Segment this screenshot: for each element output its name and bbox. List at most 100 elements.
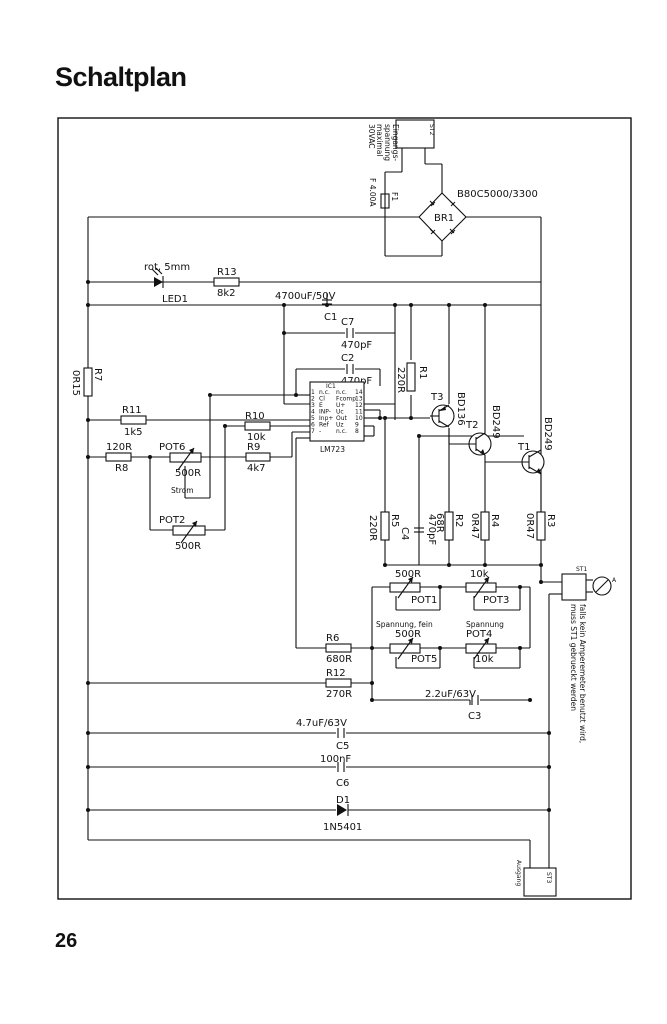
svg-text:Eingangs-: Eingangs- xyxy=(391,124,400,161)
svg-text:1N5401: 1N5401 xyxy=(323,822,362,833)
svg-text:R12: R12 xyxy=(326,668,346,679)
svg-text:500R: 500R xyxy=(395,629,421,640)
svg-text:0R47: 0R47 xyxy=(524,513,535,539)
svg-text:T1: T1 xyxy=(517,442,530,453)
output-connector-st3: ST3 Ausgang xyxy=(515,860,557,897)
svg-text:0R15: 0R15 xyxy=(70,370,81,396)
svg-text:100nF: 100nF xyxy=(320,754,351,765)
svg-text:R11: R11 xyxy=(122,405,142,416)
svg-text:120R: 120R xyxy=(106,442,132,453)
ic-pin-number: 13 xyxy=(355,396,363,403)
svg-text:8k2: 8k2 xyxy=(217,288,236,299)
resistor-r2: R2 68R xyxy=(434,511,464,541)
ic-pin-name: U+ xyxy=(336,402,345,409)
resistor-r10: R10 10k xyxy=(244,411,271,443)
svg-text:T3: T3 xyxy=(430,392,443,403)
ic-pin-number: 1 xyxy=(311,389,315,396)
svg-text:10k: 10k xyxy=(470,569,489,580)
svg-text:POT5: POT5 xyxy=(411,654,437,665)
bridge-rectifier-br1: BR1 B80C5000/3300 xyxy=(418,189,538,242)
ic-pin-name: n.c. xyxy=(336,428,347,435)
svg-text:D1: D1 xyxy=(336,795,350,806)
ic-pin-number: 11 xyxy=(355,409,363,416)
svg-text:470pF: 470pF xyxy=(426,514,437,545)
svg-text:POT1: POT1 xyxy=(411,595,437,606)
ic-pin-name: - xyxy=(319,428,321,435)
svg-text:POT3: POT3 xyxy=(483,595,509,606)
potentiometer-pot1: 500R POT1 xyxy=(389,569,437,606)
potentiometer-pot4: Spannung POT4 10k xyxy=(465,620,504,665)
svg-text:rot, 5mm: rot, 5mm xyxy=(144,262,190,273)
svg-text:R13: R13 xyxy=(217,267,237,278)
capacitor-c1: 4700uF/50V C1 xyxy=(275,291,337,323)
svg-text:500R: 500R xyxy=(395,569,421,580)
svg-text:A: A xyxy=(612,577,617,584)
svg-text:BR1: BR1 xyxy=(434,213,454,224)
svg-text:R2: R2 xyxy=(453,514,464,527)
ic-pin-number: 5 xyxy=(311,415,315,422)
svg-text:falls kein Amperemeter benutzt: falls kein Amperemeter benutzt wird, xyxy=(578,604,587,743)
svg-text:Spannung, fein: Spannung, fein xyxy=(376,620,433,629)
svg-text:BD249: BD249 xyxy=(490,405,501,439)
wires xyxy=(87,148,562,868)
svg-text:220R: 220R xyxy=(367,515,378,541)
svg-text:4k7: 4k7 xyxy=(247,463,266,474)
svg-text:68R: 68R xyxy=(434,513,445,533)
resistor-r8: 120R R8 xyxy=(105,442,132,474)
fuse-f1: F1 F 4.00A xyxy=(368,178,399,209)
ic-pin-name: Uc xyxy=(336,409,344,416)
resistor-r9: R9 4k7 xyxy=(245,442,271,474)
potentiometer-pot3: 10k POT3 xyxy=(465,569,509,606)
svg-text:LM723: LM723 xyxy=(320,445,345,454)
svg-text:R5: R5 xyxy=(389,514,400,527)
svg-text:BD249: BD249 xyxy=(542,417,553,451)
ic-pin-name: E xyxy=(319,402,323,409)
svg-text:500R: 500R xyxy=(175,541,201,552)
svg-text:Spannung: Spannung xyxy=(466,620,504,629)
svg-text:1k5: 1k5 xyxy=(124,427,143,438)
junctions xyxy=(86,280,551,812)
svg-text:C5: C5 xyxy=(336,741,349,752)
ic-pin-name: Inp+ xyxy=(319,415,333,422)
svg-text:POT4: POT4 xyxy=(466,629,492,640)
svg-text:R7: R7 xyxy=(92,368,103,381)
svg-text:LED1: LED1 xyxy=(162,294,188,305)
ic-pin-name: n.c. xyxy=(319,389,330,396)
svg-text:220R: 220R xyxy=(395,367,406,393)
resistor-r12: R12 270R xyxy=(325,668,352,700)
transistor-t3: T3 BD136 xyxy=(430,392,466,428)
potentiometer-pot2: POT2 500R xyxy=(159,515,206,552)
svg-text:2.2uF/63V: 2.2uF/63V xyxy=(425,689,476,700)
svg-text:B80C5000/3300: B80C5000/3300 xyxy=(457,189,538,200)
ic-pin-number: 10 xyxy=(355,415,363,422)
svg-text:Strom: Strom xyxy=(171,486,194,495)
ic-pin-number: 14 xyxy=(355,389,363,396)
svg-text:R10: R10 xyxy=(245,411,265,422)
svg-text:10k: 10k xyxy=(247,432,266,443)
svg-text:spannung: spannung xyxy=(383,124,392,161)
svg-text:ST1: ST1 xyxy=(576,566,587,573)
led-led1: rot, 5mm LED1 xyxy=(144,262,190,305)
ic-pin-name: Fcomp xyxy=(336,396,356,403)
svg-text:500R: 500R xyxy=(175,468,201,479)
ic-pin-name: Uz xyxy=(336,422,344,429)
svg-text:C7: C7 xyxy=(341,317,354,328)
page-title: Schaltplan xyxy=(55,62,187,92)
svg-text:10k: 10k xyxy=(475,654,494,665)
svg-text:R8: R8 xyxy=(115,463,128,474)
resistor-r5: R5 220R xyxy=(367,511,400,541)
svg-text:R1: R1 xyxy=(417,366,428,379)
ic-pin-number: 9 xyxy=(355,422,359,429)
svg-text:270R: 270R xyxy=(326,689,352,700)
ic-pin-number: 7 xyxy=(311,428,315,435)
resistor-r13: R13 8k2 xyxy=(213,267,240,299)
resistor-r6: R6 680R xyxy=(325,633,352,665)
ic-pin-number: 6 xyxy=(311,422,315,429)
ic-pin-name: Cl xyxy=(319,396,325,403)
capacitor-c4: C4 470pF xyxy=(399,514,437,545)
svg-text:C1: C1 xyxy=(324,312,337,323)
ic-pin-name: INP- xyxy=(319,409,331,416)
potentiometer-pot6: POT6 500R Strom xyxy=(159,442,202,495)
svg-text:F1: F1 xyxy=(390,192,399,201)
